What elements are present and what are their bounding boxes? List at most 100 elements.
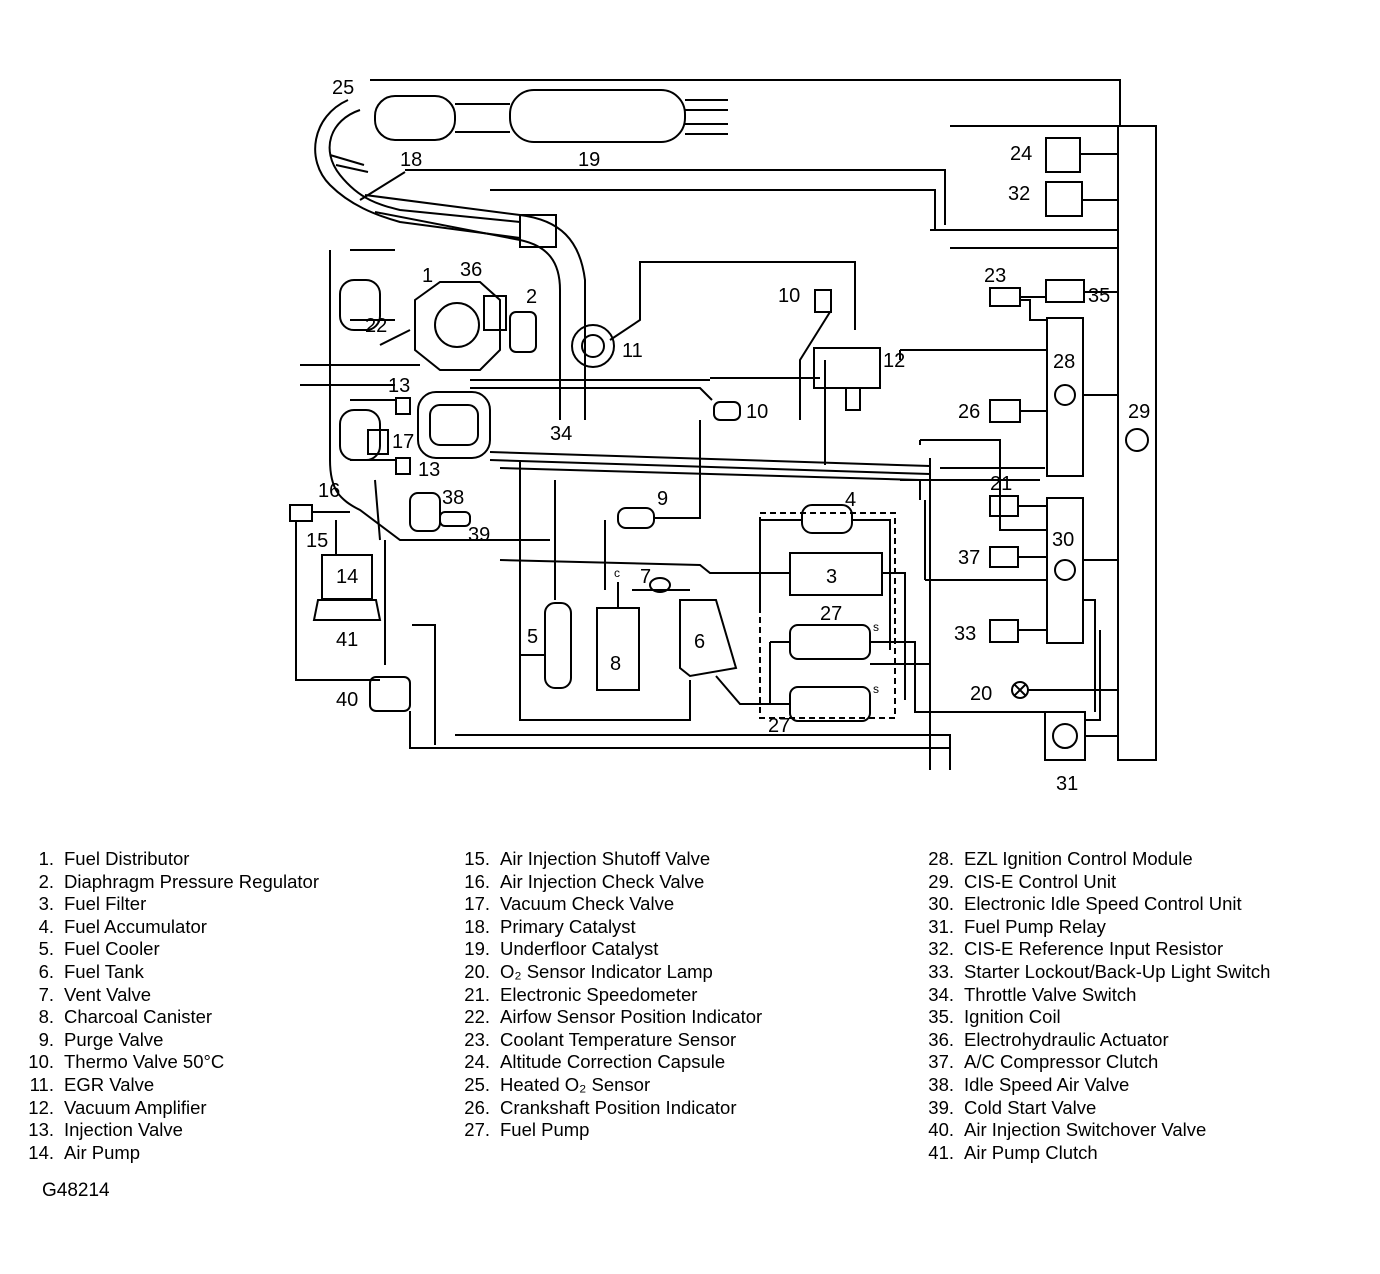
primary-catalyst-body [374,95,456,141]
legend-label: Electronic Idle Speed Control Unit [964,893,1242,915]
air-injection-switchover-valve [369,676,411,712]
callout: 12 [883,350,905,372]
starter-lockout-switch [989,619,1019,643]
callout: 39 [468,524,490,546]
callout: 14 [336,566,358,588]
manifold-lines [359,171,420,541]
legend-number: 25. [464,1073,490,1095]
legend-number: 3. [38,893,54,915]
injection-valve-lower [395,457,411,475]
air-injection-lines [295,511,386,681]
legend-item: 25. Heated O₂ Sensor [458,1074,762,1097]
cold-start-valve [439,511,471,527]
exhaust-downpipe-2 [314,99,521,239]
legend-item: 5. Fuel Cooler [22,938,319,961]
egr-valve-inner [581,334,605,358]
callout: 5 [527,626,538,648]
callout: 32 [1008,183,1030,205]
legend-number: 26. [464,1096,490,1118]
legend-item: 1.Fuel Distributor [22,848,319,871]
legend-label: Fuel Pump Relay [964,915,1106,937]
legend-label: Fuel Cooler [64,938,160,960]
callout: 13 [388,375,410,397]
legend-item: 30.Electronic Idle Speed Control Unit [922,893,1270,916]
electrohydraulic-actuator [483,295,507,331]
air-injection-check-valve [289,504,313,522]
callout: 3 [826,566,837,588]
legend-item: 18.Primary Catalyst [458,916,762,939]
callout: 38 [442,487,464,509]
legend-number: 34. [928,983,954,1005]
idle-speed-air-valve [409,492,441,532]
legend-item: 28.EZL Ignition Control Module [922,848,1270,871]
legend-number: 9. [38,1028,54,1050]
vacuum-lines-12 [799,311,831,465]
legend-number: 28. [928,848,954,869]
legend-item: 37.A/C Compressor Clutch [922,1051,1270,1074]
legend-number: 32. [928,938,954,960]
callout: 23 [984,265,1006,287]
vacuum-amplifier [813,347,881,389]
callout: 27 [820,603,842,625]
control-unit-29-symbol [1125,428,1149,452]
callout: 26 [958,401,980,423]
air-pump-clutch [312,599,382,621]
legend-item: 26.Crankshaft Position Indicator [458,1097,762,1120]
legend-number: 1. [38,848,54,869]
callout: 1 [422,265,433,287]
legend-label: Underfloor Catalyst [500,938,659,960]
pressure-regulator-body [509,311,537,353]
ezl-module [1046,317,1084,477]
legend-item: 22.Airfow Sensor Position Indicator [458,1006,762,1029]
fuel-pump-relay [1044,711,1086,761]
legend-number: 31. [928,915,954,937]
legend-label: Cold Start Valve [964,1096,1097,1118]
callout: 6 [694,631,705,653]
underfloor-catalyst-body [509,89,686,143]
callout: 16 [318,480,340,502]
callout: 10 [746,401,768,423]
legend-item: 12.Vacuum Amplifier [22,1097,319,1120]
legend-item: 15.Air Injection Shutoff Valve [458,848,762,871]
o2-lamp-cross [1013,683,1027,697]
control-unit-29-bar [1117,125,1157,761]
legend-item: 20.O₂ Sensor Indicator Lamp [458,961,762,984]
fuel-cooler [544,602,572,689]
callout: 7 [640,566,651,588]
callout: 8 [610,653,621,675]
legend-label: CIS-E Reference Input Resistor [964,938,1224,960]
legend-item: 3.Fuel Filter [22,893,319,916]
legend-item: 39.Cold Start Valve [922,1097,1270,1120]
ignition-coil [1045,279,1085,303]
legend-item: 33.Starter Lockout/Back-Up Light Switch [922,961,1270,984]
legend-number: 4. [38,915,54,937]
throttle-body [417,391,491,459]
callout: 27 [768,715,790,737]
callout: 18 [400,149,422,171]
legend-label: Throttle Valve Switch [964,983,1137,1005]
legend-number: 7. [38,983,54,1005]
legend-item: 14.Air Pump [22,1142,319,1165]
legend-number: 5. [38,938,54,960]
legend-item: 11.EGR Valve [22,1074,319,1097]
callout: 29 [1128,401,1150,423]
ac-compressor-clutch [989,546,1019,568]
callout: 20 [970,683,992,705]
legend-label: Vent Valve [64,983,152,1005]
vacuum-amplifier-stem [845,387,861,411]
callout: 2 [526,286,537,308]
legend-label: Heated O₂ Sensor [500,1073,651,1095]
callout: 31 [1056,773,1078,795]
legend-label: Electrohydraulic Actuator [964,1028,1169,1050]
legend-number: 35. [928,1006,954,1028]
legend-label: Starter Lockout/Back-Up Light Switch [964,960,1271,982]
crankshaft-position-indicator [989,399,1021,423]
legend-item: 19.Underfloor Catalyst [458,938,762,961]
callout: 25 [332,77,354,99]
legend-number: 29. [928,870,954,892]
legend-number: 24. [464,1051,490,1073]
callout: 35 [1088,285,1110,307]
vacuum-check-valve [367,429,389,455]
callout: 24 [1010,143,1032,165]
